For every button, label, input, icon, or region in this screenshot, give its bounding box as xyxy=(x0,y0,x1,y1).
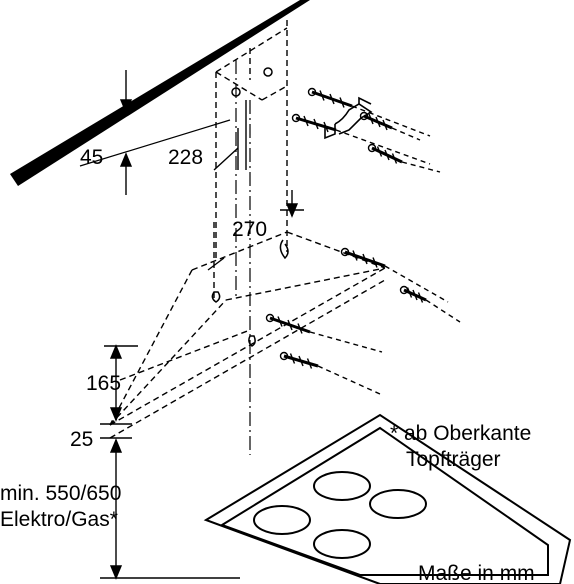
ceiling xyxy=(10,0,310,186)
dimension-25-label: 25 xyxy=(70,428,93,451)
dimension-228-label: 228 xyxy=(168,146,203,169)
cooktop xyxy=(203,413,572,584)
hood-canopy xyxy=(109,231,386,439)
dimension-45-label: 45 xyxy=(80,146,103,169)
min-height-label: min. 550/650 xyxy=(0,482,121,505)
center-axis xyxy=(235,60,251,455)
footnote-line2: Topfträger xyxy=(406,448,501,471)
footnote-line1: * ab Oberkante xyxy=(390,422,531,445)
dimension-165-label: 165 xyxy=(86,372,121,395)
mounting-hook-upper xyxy=(231,67,289,260)
screw-set xyxy=(265,87,461,395)
units-note: Maße in mm xyxy=(418,562,535,584)
fuel-type-label: Elektro/Gas* xyxy=(0,508,118,531)
chimney-duct xyxy=(215,20,288,260)
dimension-lines xyxy=(79,70,304,580)
dimension-270-label: 270 xyxy=(232,218,267,241)
mounting-hook-lower xyxy=(211,291,256,347)
